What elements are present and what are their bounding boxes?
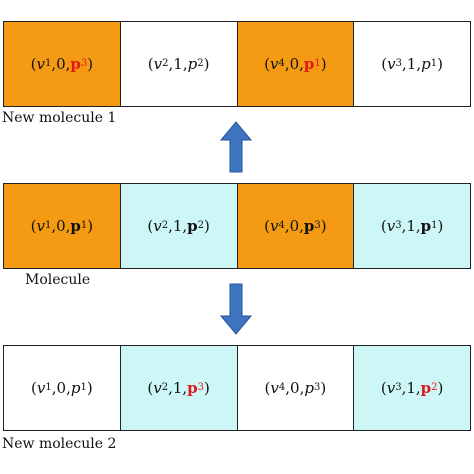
v-symbol: v [153, 55, 163, 73]
p-symbol: p [304, 379, 314, 397]
label-new-molecule-2: New molecule 2 [2, 436, 117, 452]
arrow-up-icon [220, 121, 252, 173]
arrow-down-shape [220, 283, 252, 335]
p-symbol: p [421, 55, 431, 73]
v-symbol: v [36, 379, 46, 397]
p-symbol: p [187, 379, 198, 397]
bit-value: 1 [406, 217, 416, 235]
p-symbol: p [303, 217, 315, 235]
bit-value: 1 [406, 379, 416, 397]
p-symbol: p [187, 55, 198, 73]
arrow-up-shape [220, 121, 252, 173]
p-symbol: p [70, 379, 81, 397]
bit-value: 0 [56, 379, 67, 397]
v-symbol: v [153, 217, 162, 235]
bit-value: 0 [289, 217, 300, 235]
bit-value: 1 [406, 55, 417, 73]
bit-value: 0 [56, 55, 66, 73]
v-symbol: v [386, 379, 396, 397]
bit-value: 1 [173, 55, 183, 73]
arrow-down-icon [220, 283, 252, 335]
bit-value: 0 [290, 379, 300, 397]
p-symbol: p [70, 217, 81, 235]
bit-value: 0 [289, 55, 300, 73]
v-symbol: v [269, 55, 279, 73]
p-symbol: p [420, 217, 432, 235]
v-symbol: v [36, 55, 45, 73]
v-symbol: v [387, 55, 396, 73]
bit-value: 1 [172, 379, 183, 397]
label-molecule: Molecule [25, 272, 91, 288]
bit-value: 0 [56, 217, 66, 235]
bit-value: 1 [172, 217, 183, 235]
p-symbol: p [420, 379, 432, 397]
p-symbol: p [303, 55, 315, 73]
v-symbol: v [153, 379, 162, 397]
label-new-molecule-1: New molecule 1 [2, 110, 117, 126]
v-symbol: v [386, 217, 396, 235]
v-symbol: v [270, 379, 279, 397]
v-symbol: v [36, 217, 45, 235]
p-symbol: p [187, 217, 198, 235]
v-symbol: v [269, 217, 279, 235]
p-symbol: p [70, 55, 81, 73]
